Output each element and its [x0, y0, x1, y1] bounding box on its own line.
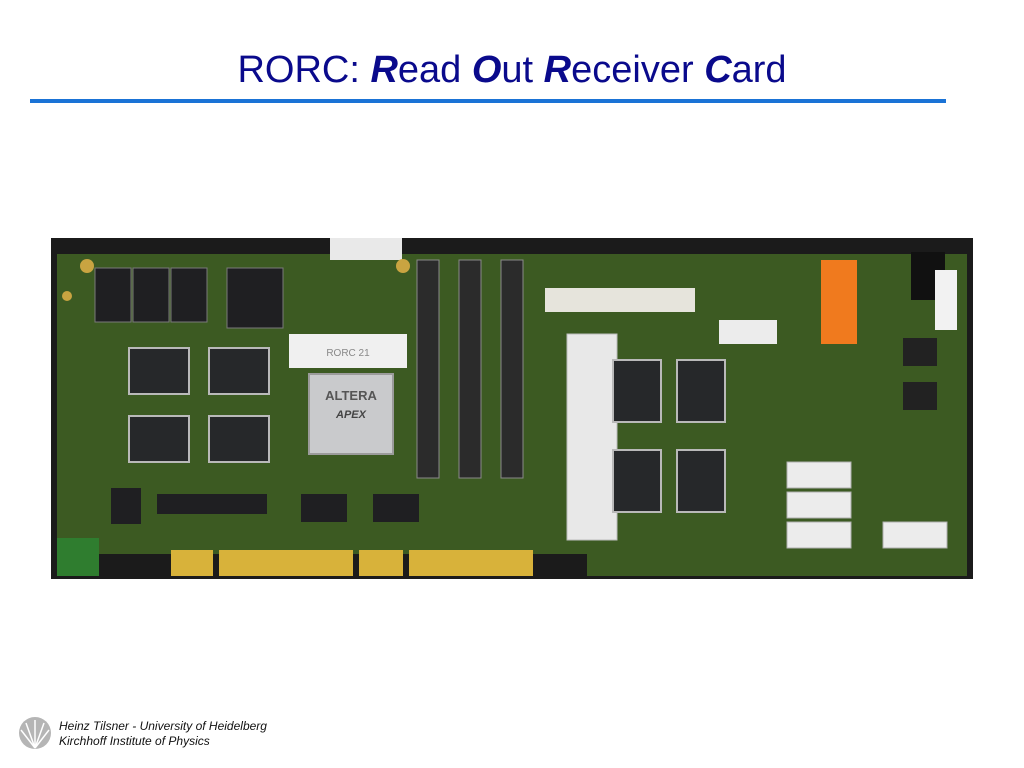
small-components	[111, 488, 419, 524]
rorc-sticker	[289, 334, 407, 368]
connector	[786, 491, 852, 519]
bottom-right-connectors	[786, 461, 948, 549]
chip	[128, 415, 190, 463]
chip	[111, 488, 141, 524]
connector	[882, 521, 948, 549]
title-rest-ead: ead	[397, 49, 472, 91]
connector	[500, 259, 524, 479]
white-header	[719, 320, 777, 344]
connector-strip	[157, 494, 267, 514]
chip	[170, 267, 208, 323]
title-rest-ard: ard	[731, 49, 787, 91]
title-underline	[30, 99, 946, 103]
chip	[612, 449, 662, 513]
voltage-regulators	[903, 338, 937, 410]
qfp-chips-right	[612, 359, 726, 513]
chip	[301, 494, 347, 522]
connector	[416, 259, 440, 479]
chip	[676, 449, 726, 513]
chip	[208, 347, 270, 395]
title-initial-r1: R	[370, 49, 398, 91]
top-label	[330, 238, 402, 260]
title-initial-r2: R	[543, 49, 572, 91]
regulator	[903, 338, 937, 366]
chip	[226, 267, 284, 329]
pci-segment	[171, 550, 213, 576]
connector	[786, 521, 852, 549]
chip	[94, 267, 132, 323]
rorc-board-photo: RORC 21 ALTERA APEX	[51, 238, 973, 579]
pci-segment	[409, 550, 533, 576]
fpga-brand-label: ALTERA	[325, 388, 377, 403]
regulator	[903, 382, 937, 410]
fpga-model-label: APEX	[335, 409, 367, 421]
chip	[208, 415, 270, 463]
university-logo-icon	[19, 717, 51, 749]
pcb-corner-marker	[57, 538, 99, 576]
title-prefix: RORC:	[237, 49, 371, 91]
memory-chips-top	[94, 267, 284, 329]
pci-segment	[359, 550, 403, 576]
footer-institute: Kirchhoff Institute of Physics	[59, 734, 210, 748]
rorc-sticker-label: RORC 21	[326, 348, 370, 359]
chip	[612, 359, 662, 423]
title-initial-o: O	[471, 49, 502, 91]
chip	[676, 359, 726, 423]
fpga-chip	[308, 373, 394, 455]
footer-credit: Heinz Tilsner - University of Heidelberg…	[59, 719, 267, 749]
vertical-connectors	[416, 259, 524, 479]
slide-title: RORC: Read Out Receiver Card	[0, 46, 1024, 94]
connector	[458, 259, 482, 479]
ribbon-header	[545, 288, 695, 312]
title-rest-ut: ut	[501, 49, 544, 91]
footer-author: Heinz Tilsner - University of Heidelberg	[59, 719, 267, 733]
chip	[128, 347, 190, 395]
pci-edge-connector	[171, 550, 533, 576]
mounting-holes	[62, 259, 410, 301]
card-slot-connector	[566, 333, 618, 541]
qfp-chips-left	[128, 347, 270, 463]
title-rest-eceiver: eceiver	[571, 49, 705, 91]
chip	[132, 267, 170, 323]
pci-segment	[219, 550, 353, 576]
title-initial-c: C	[704, 49, 732, 91]
connector	[786, 461, 852, 489]
orange-relay	[821, 260, 857, 344]
chip	[373, 494, 419, 522]
side-label	[935, 270, 957, 330]
